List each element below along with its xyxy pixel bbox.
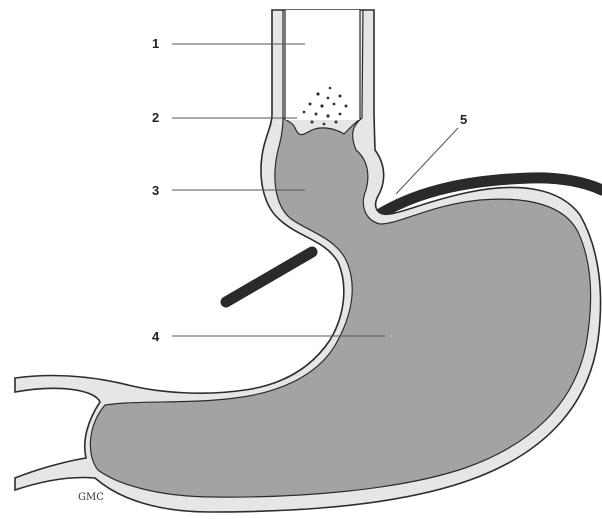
label-4: 4 xyxy=(152,329,160,344)
label-2: 2 xyxy=(152,110,159,125)
external-band-left xyxy=(226,252,312,302)
label-1: 1 xyxy=(152,36,159,51)
label-3: 3 xyxy=(152,183,159,198)
esophagus-lumen xyxy=(285,10,360,120)
label-5: 5 xyxy=(460,112,467,127)
artist-signature: GMC xyxy=(78,492,104,503)
